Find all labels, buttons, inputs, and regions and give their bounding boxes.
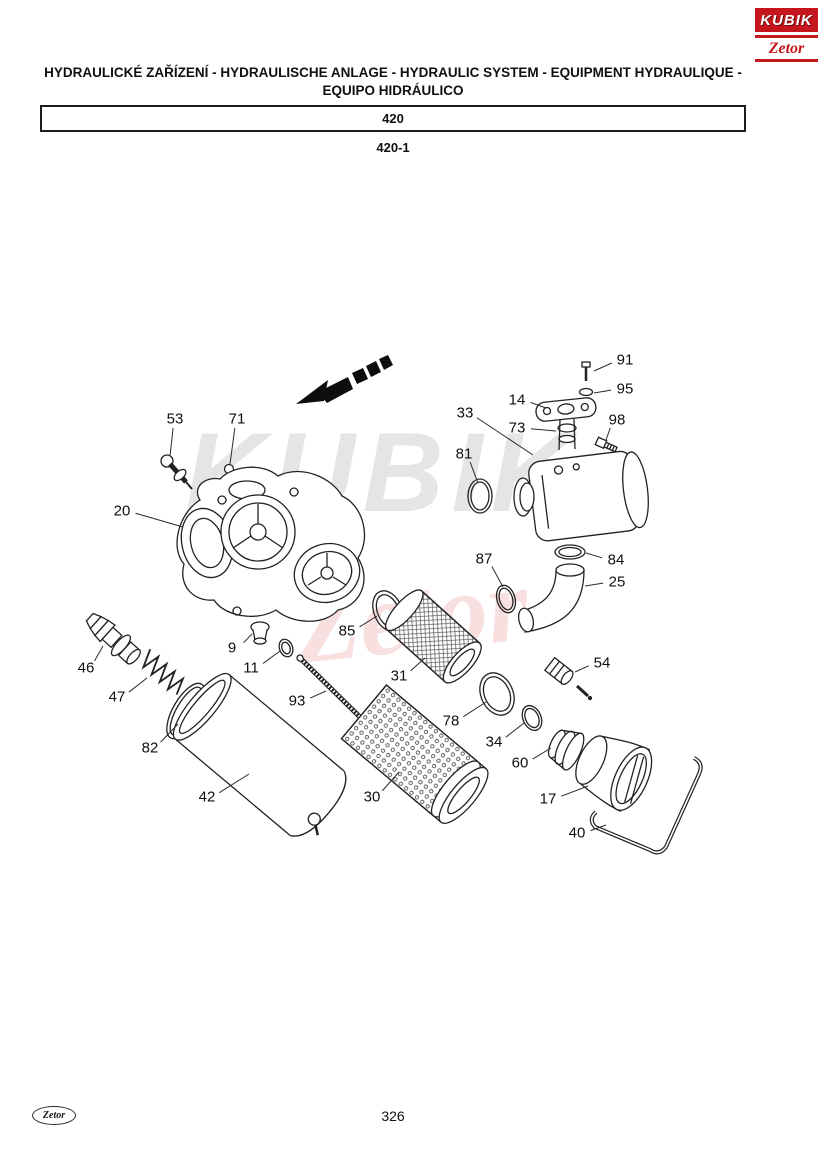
leader-line-93 (310, 690, 327, 699)
leader-line-84 (585, 552, 603, 559)
leader-line-47 (128, 677, 148, 693)
part-98-plug (594, 436, 618, 453)
part-17-suction-cap (547, 729, 653, 813)
kubik-logo: KUBIK (755, 8, 818, 32)
direction-arrow-icon (296, 355, 393, 404)
part-81-oring (467, 478, 493, 514)
part-31-filter-element (384, 589, 482, 684)
leader-line-11 (262, 650, 281, 664)
callout-leader-lines (94, 362, 613, 832)
page-number: 326 (381, 1108, 405, 1124)
leader-line-73 (530, 428, 557, 432)
part-40-wire-handle (589, 756, 703, 855)
leader-line-9 (243, 633, 253, 644)
leader-line-31 (410, 657, 426, 672)
part-14-flange (535, 397, 597, 422)
section-code-box: 420 (40, 105, 746, 132)
leader-line-30 (381, 771, 400, 792)
leader-line-87 (491, 566, 504, 588)
part-78-oring (479, 672, 515, 716)
leader-line-42 (219, 773, 250, 794)
leader-line-53 (169, 427, 174, 457)
part-73-seal-rings (557, 423, 577, 444)
leader-line-85 (359, 615, 378, 628)
part-34-oring (521, 704, 543, 732)
leader-line-17 (561, 785, 589, 797)
part-95-washer (578, 387, 594, 397)
part-11-washer (278, 638, 294, 658)
leader-line-98 (605, 427, 611, 441)
part-30-suction-filter (340, 684, 489, 824)
leader-line-95 (593, 389, 612, 394)
page-title-line2: EQUIPO HIDRÁULICO (322, 82, 464, 98)
subsection-code: 420-1 (376, 140, 410, 155)
leader-line-34 (505, 722, 525, 738)
part-53-bolt (160, 454, 193, 490)
part-47-spring (141, 648, 185, 695)
leader-line-91 (593, 362, 613, 372)
leader-line-71 (229, 427, 236, 465)
part-42-filter-canister (172, 672, 347, 837)
leader-line-33 (476, 417, 534, 456)
leader-line-81 (469, 461, 479, 484)
page-title: HYDRAULICKÉ ZAŘÍZENÍ - HYDRAULISCHE ANLA… (40, 64, 746, 99)
part-20-distributor-body (176, 466, 366, 622)
leader-line-60 (532, 747, 552, 760)
part-46-hose-fitting (85, 612, 141, 665)
part-84-oring (554, 544, 586, 560)
footer-zetor-logo: Zetor (32, 1106, 76, 1125)
leader-line-20 (135, 512, 184, 528)
leader-line-82 (160, 723, 179, 743)
part-33-hydraulic-pump (513, 418, 649, 542)
part-93-stud (296, 654, 368, 725)
page-title-line1: HYDRAULICKÉ ZAŘÍZENÍ - HYDRAULISCHE ANLA… (44, 65, 742, 80)
leader-line-46 (94, 645, 104, 662)
leader-line-40 (590, 824, 607, 832)
part-91-bolt (581, 361, 591, 381)
leader-line-78 (463, 701, 487, 718)
part-54-fitting (543, 656, 593, 701)
part-9-valve (250, 621, 270, 645)
zetor-dealer-logo: Zetor (755, 35, 818, 62)
part-87-oring (495, 584, 517, 614)
leader-line-14 (530, 401, 547, 409)
leader-line-25 (584, 582, 604, 587)
leader-line-54 (574, 665, 589, 673)
part-25-elbow (517, 563, 585, 633)
